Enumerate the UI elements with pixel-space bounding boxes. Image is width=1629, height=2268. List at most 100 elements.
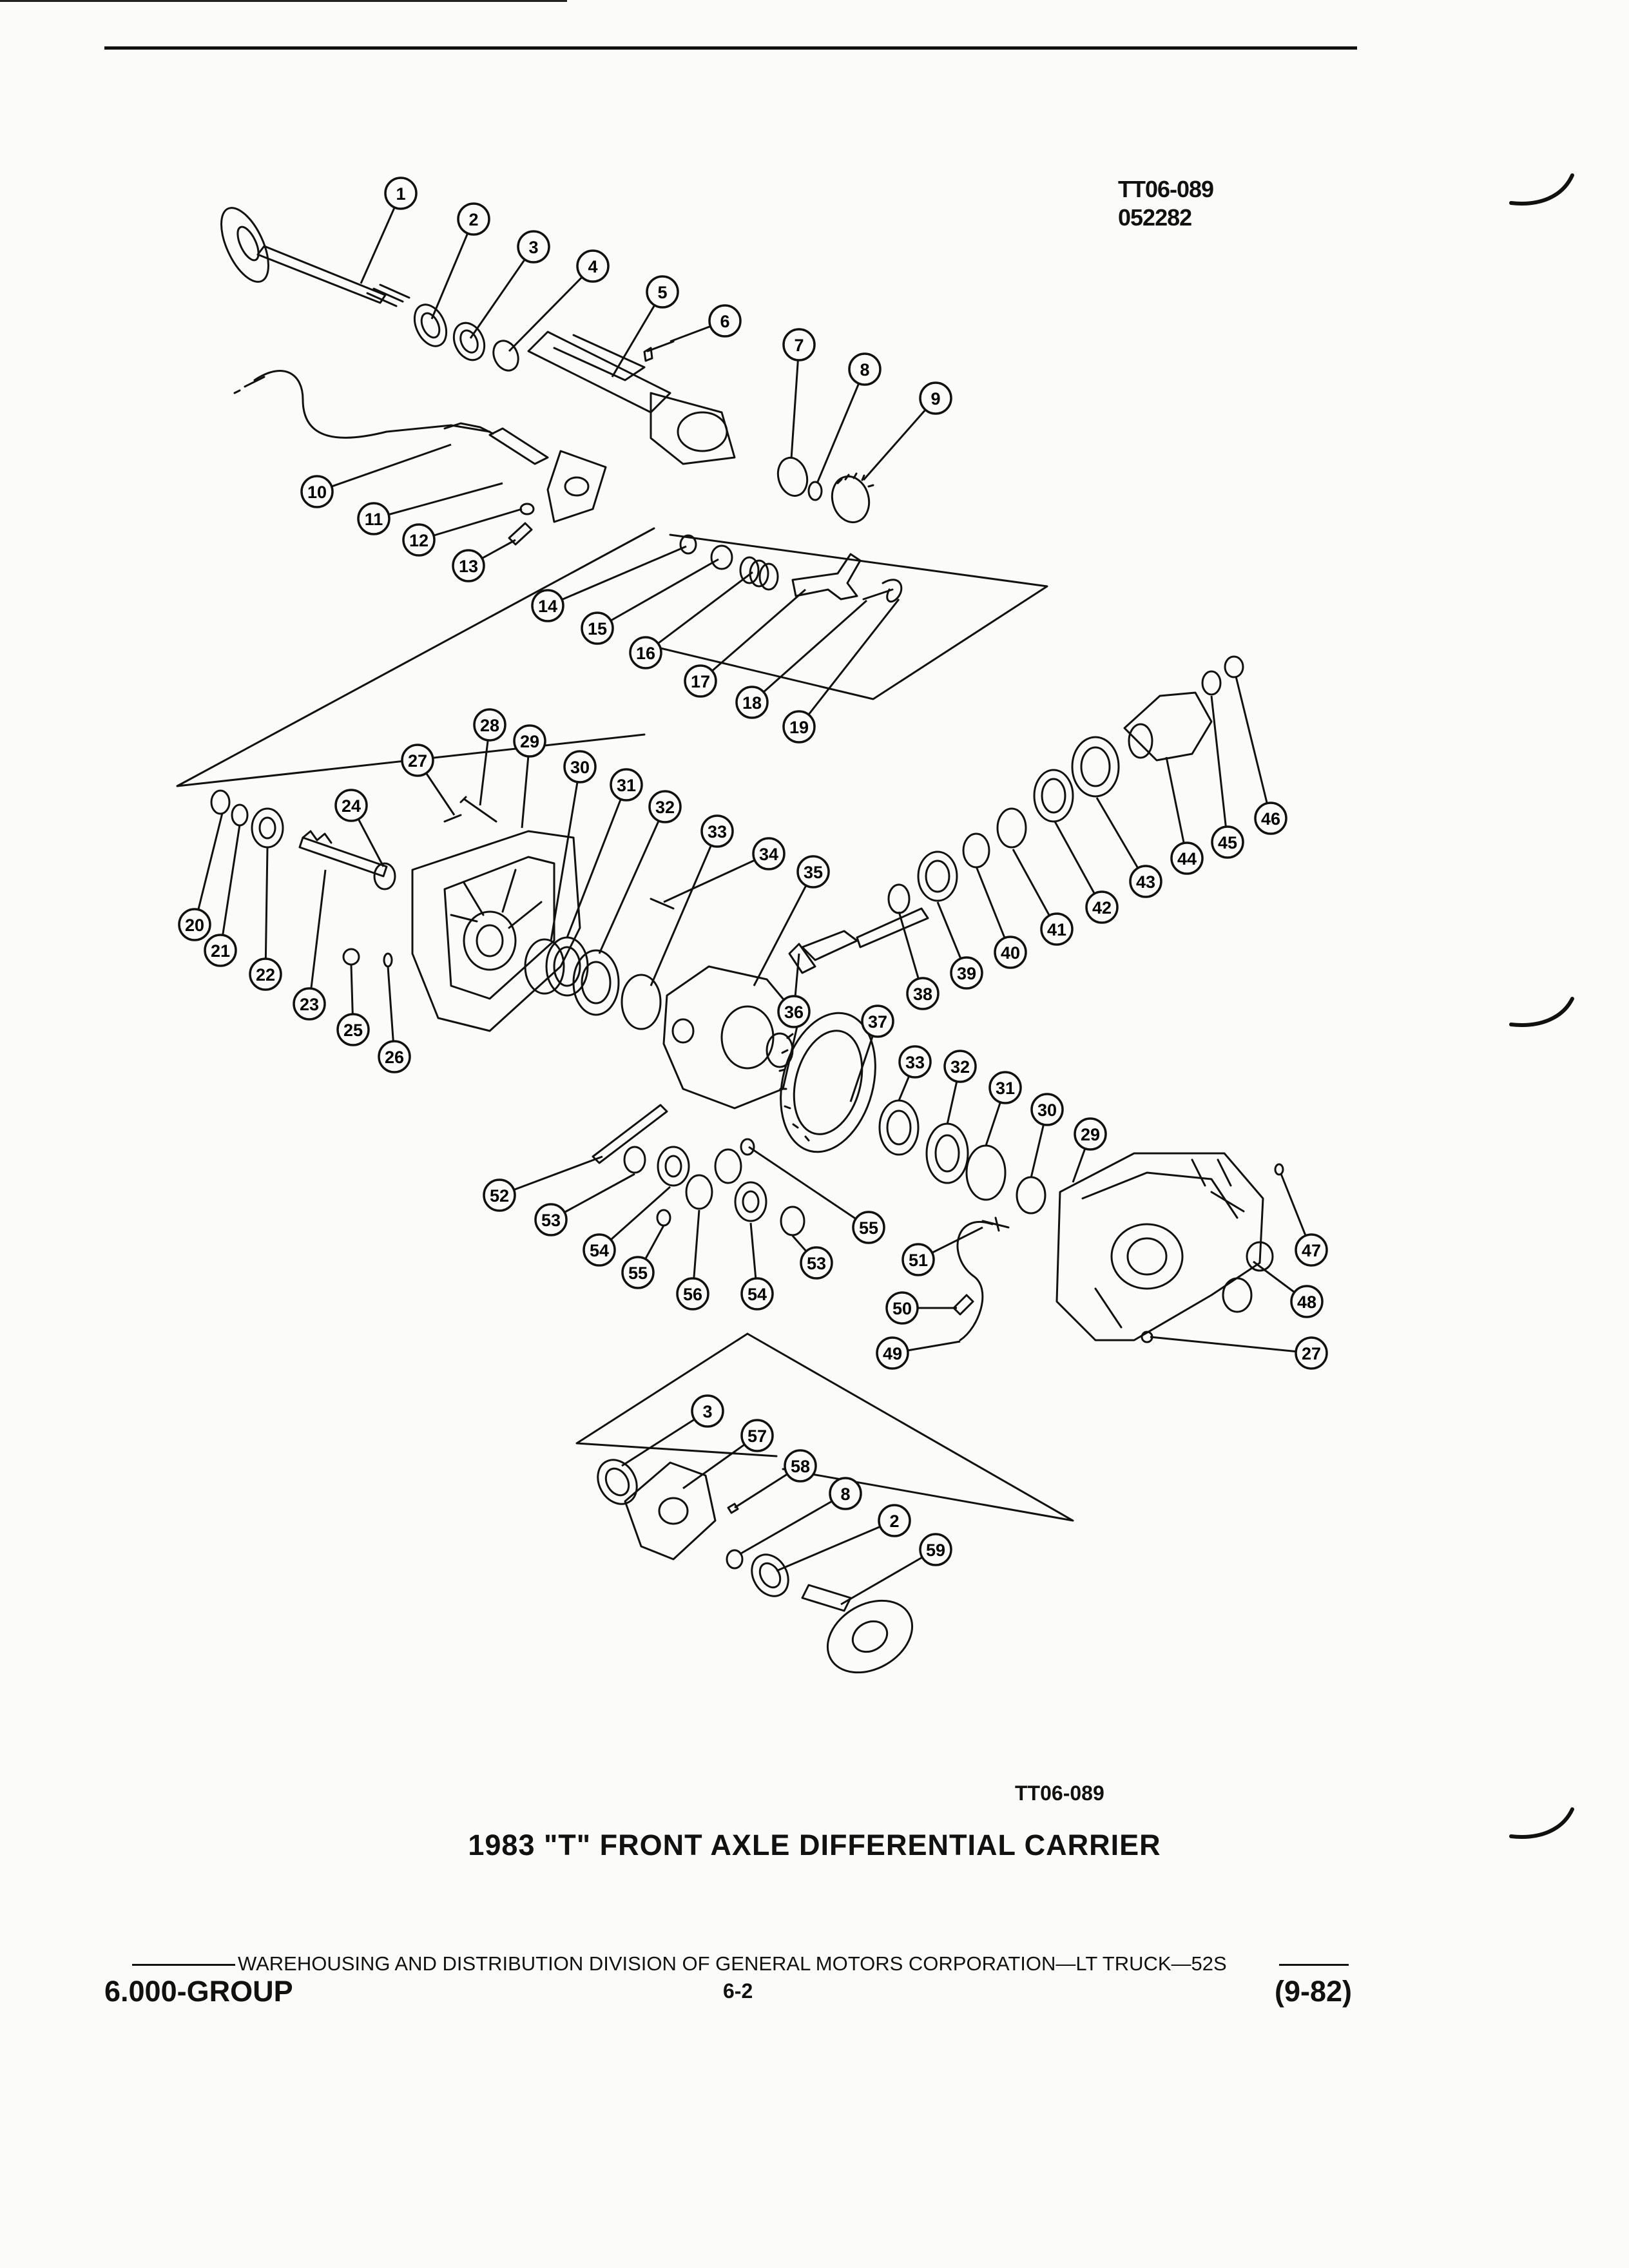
callout-47: 47 [1280, 1173, 1328, 1267]
footer-right-rule [1279, 1964, 1349, 1966]
leader-line-17 [700, 588, 806, 682]
leader-line-21 [219, 824, 241, 951]
left-axle-shaft [220, 207, 410, 307]
axle-flange-59 [801, 1584, 914, 1674]
callout-circle-55 [621, 1256, 655, 1289]
callout-circle-47 [1295, 1233, 1328, 1267]
callout-54: 54 [583, 1186, 671, 1267]
callout-circle-33 [898, 1045, 932, 1079]
seal-2-lower [751, 1553, 789, 1597]
callout-circle-43 [1129, 865, 1162, 898]
callout-number-55: 55 [628, 1264, 648, 1283]
callout-number-34: 34 [759, 845, 778, 864]
bushing-14 [679, 534, 697, 555]
callout-circle-44 [1170, 841, 1204, 875]
callout-circle-32 [648, 790, 682, 823]
leader-line-46 [1235, 676, 1272, 819]
callout-circle-59 [919, 1533, 952, 1566]
bearing-32-right [925, 1122, 969, 1184]
callout-circle-27 [401, 744, 434, 777]
callout-circle-23 [293, 987, 326, 1021]
callout-circle-11 [357, 502, 390, 535]
retainer-8-lower [726, 1549, 744, 1570]
callout-33: 33 [650, 814, 734, 986]
leader-line-10 [316, 443, 452, 493]
callout-number-14: 14 [538, 597, 557, 616]
fitting-12 [519, 503, 535, 515]
callout-14: 14 [531, 545, 687, 622]
callout-22: 22 [249, 847, 282, 991]
callout-circle-19 [782, 710, 816, 744]
callout-53: 53 [791, 1235, 833, 1280]
callout-number-44: 44 [1177, 849, 1197, 869]
callout-55: 55 [748, 1146, 885, 1244]
callout-circle-20 [178, 908, 211, 941]
callout-50: 50 [885, 1291, 957, 1325]
callout-circle-51 [901, 1243, 935, 1276]
callout-58: 58 [734, 1449, 817, 1509]
bearing-33-right [878, 1099, 920, 1156]
callout-11: 11 [357, 482, 503, 535]
leader-line-2 [430, 218, 475, 320]
callout-number-23: 23 [300, 995, 319, 1014]
callout-48: 48 [1253, 1260, 1324, 1318]
callout-circle-21 [204, 934, 237, 967]
shift-fork-17 [791, 553, 862, 601]
bearing-cup-42 [1033, 769, 1074, 823]
margin-mark-middle [1509, 997, 1574, 1027]
callout-circle-2 [878, 1504, 911, 1537]
seal-43 [1071, 736, 1120, 798]
callout-number-28: 28 [480, 716, 499, 735]
callout-number-50: 50 [892, 1299, 912, 1318]
vent-hose-49 [956, 1221, 994, 1341]
margin-mark-top [1509, 173, 1574, 206]
callout-52: 52 [483, 1155, 603, 1212]
callout-circle-57 [740, 1419, 774, 1452]
pinion-shaft-23 [298, 830, 388, 878]
callout-number-30: 30 [570, 758, 590, 777]
callout-circle-14 [531, 589, 564, 622]
callout-13: 13 [452, 539, 516, 582]
callout-circle-13 [452, 549, 485, 582]
callout-number-46: 46 [1261, 809, 1280, 829]
callout-circle-37 [861, 1004, 894, 1038]
callout-circle-30 [563, 750, 597, 783]
leader-line-4 [508, 265, 594, 352]
connector-13 [508, 522, 533, 546]
callout-1: 1 [360, 177, 418, 284]
callout-circle-28 [473, 708, 506, 742]
callout-number-24: 24 [342, 796, 361, 816]
leader-line-34 [663, 852, 769, 903]
callout-20: 20 [178, 812, 224, 941]
yoke-44 [1123, 691, 1213, 762]
callout-number-30: 30 [1037, 1100, 1057, 1120]
callout-circle-12 [402, 523, 436, 557]
callout-number-18: 18 [742, 693, 762, 713]
callout-circle-36 [777, 995, 811, 1028]
callout-number-37: 37 [868, 1012, 887, 1032]
callout-number-7: 7 [794, 336, 804, 355]
callout-layer: 1234567891011121314151617181927282930313… [178, 177, 1328, 1606]
callout-circle-38 [906, 977, 940, 1010]
plug-48-upper [1246, 1241, 1274, 1272]
callout-circle-3 [691, 1394, 724, 1428]
callout-circle-54 [740, 1277, 774, 1311]
callout-23: 23 [293, 869, 327, 1021]
callout-number-13: 13 [459, 557, 478, 576]
leader-line-30 [550, 766, 581, 941]
callout-circle-50 [885, 1291, 919, 1325]
footer-publisher: WAREHOUSING AND DISTRIBUTION DIVISION OF… [238, 1952, 1227, 1975]
callout-circle-32 [943, 1050, 977, 1083]
callout-number-3: 3 [528, 238, 538, 257]
callout-number-8: 8 [860, 360, 869, 380]
callout-circle-15 [581, 611, 614, 645]
shim-33-left [621, 974, 662, 1030]
leader-line-35 [753, 871, 815, 986]
callout-number-49: 49 [883, 1344, 902, 1363]
callout-circle-33 [700, 814, 734, 848]
callout-number-6: 6 [720, 312, 729, 331]
callout-12: 12 [402, 508, 523, 557]
callout-number-11: 11 [365, 510, 383, 529]
callout-circle-56 [676, 1277, 709, 1311]
bearing-cup-41 [996, 807, 1027, 849]
